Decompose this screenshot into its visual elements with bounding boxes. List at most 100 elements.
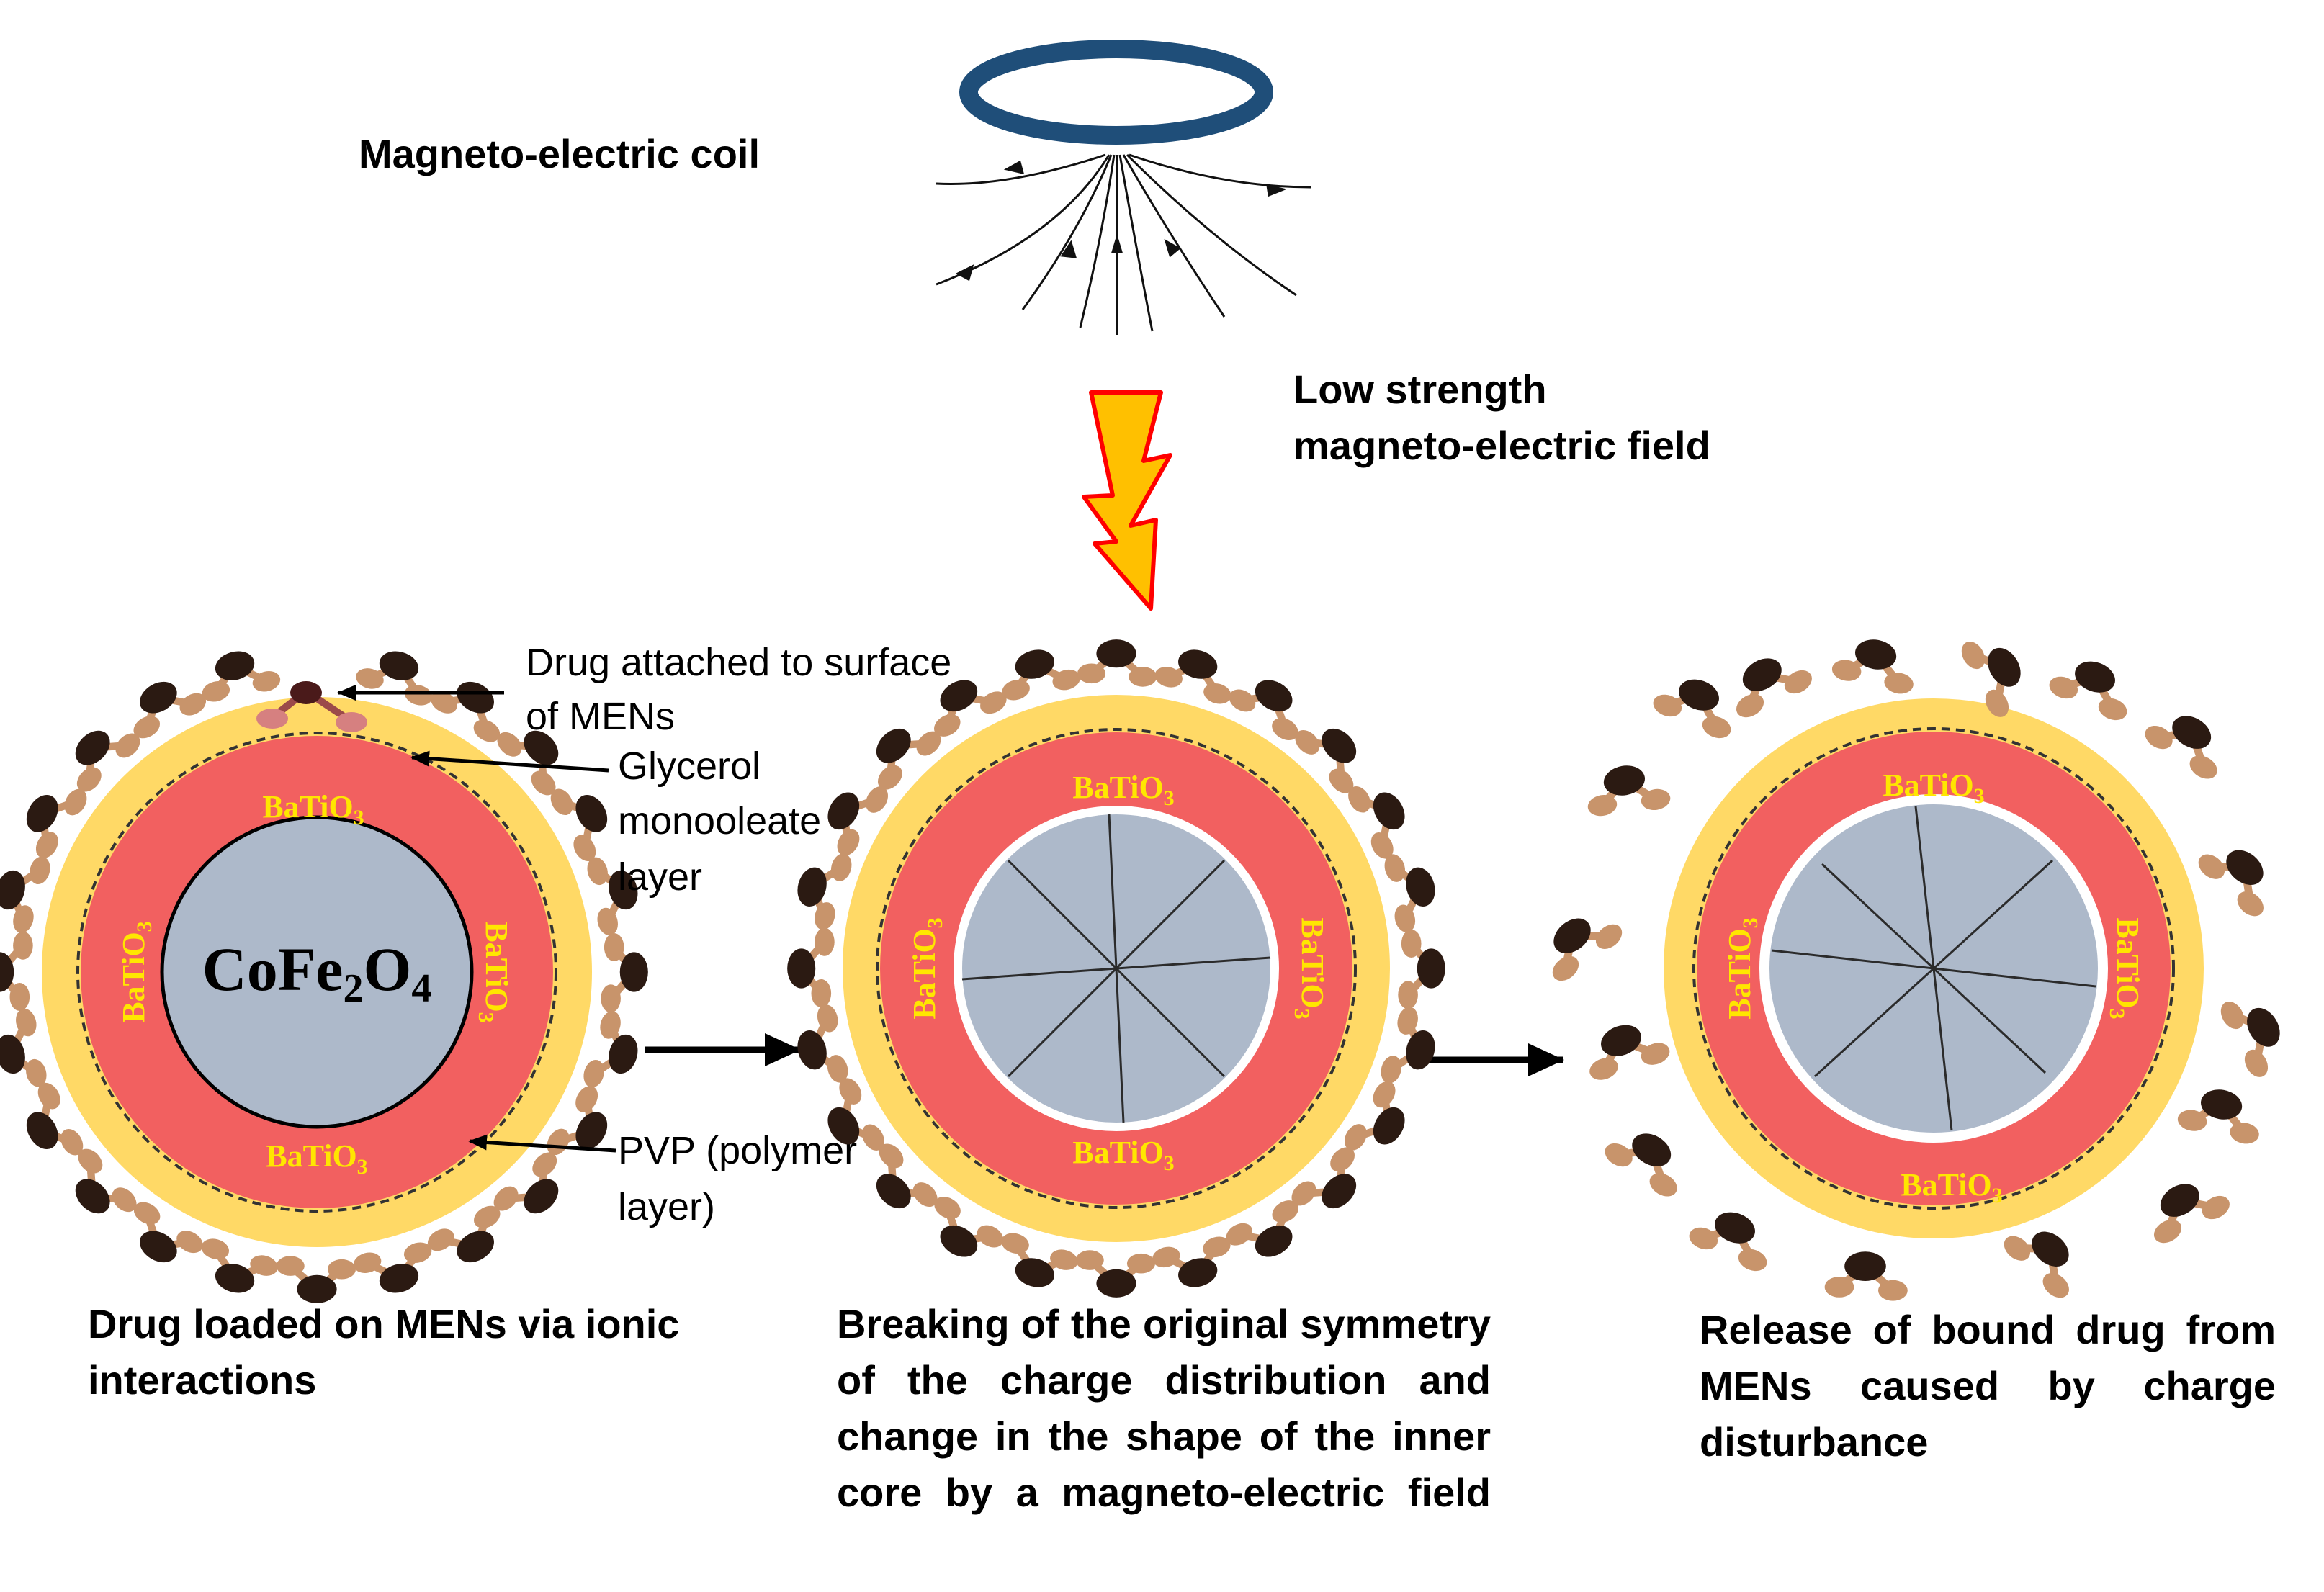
pvp-polymer-layer (76, 732, 557, 1213)
drug-molecule (2153, 1184, 2230, 1244)
drug-molecule (356, 651, 433, 706)
drug-molecule (427, 1205, 501, 1263)
pvp-polymer-layer (876, 728, 1357, 1209)
drug-molecule (547, 1086, 608, 1156)
drug-molecule (934, 1196, 1004, 1257)
drug-molecule (1295, 728, 1357, 793)
batio3-label-right: BaTiO3 (2105, 917, 2145, 1019)
drug-molecule (493, 1152, 559, 1214)
drug-molecule (1077, 639, 1157, 687)
pvp-polymer-layer (1692, 727, 2175, 1210)
particle-1: CoFe2O4 BaTiO3 BaTiO3 BaTiO3 BaTiO3 (42, 697, 592, 1247)
drug-molecule (1398, 929, 1445, 1009)
gmo-annotation-line3: layer (618, 855, 702, 899)
drug-molecule (933, 680, 1007, 737)
drug-molecule (1075, 1250, 1156, 1298)
drug-molecule (1001, 1233, 1078, 1287)
drug-molecule (202, 651, 281, 702)
highlighted-drug-molecule (256, 681, 367, 732)
field-label-line2: magneto-electric field (1293, 423, 1710, 468)
batio3-label-right: BaTiO3 (474, 921, 514, 1022)
annotation-labels: Drug attached to surface of MENs Glycero… (526, 641, 951, 1228)
drug-molecule (2004, 1231, 2069, 1298)
drug-molecule (1589, 1025, 1670, 1080)
drug-molecule (1605, 1133, 1677, 1197)
drug-molecule (2220, 1001, 2280, 1077)
core-segment-lines (961, 814, 1271, 1123)
core-label: CoFe2O4 (202, 935, 432, 1011)
drug-molecule (583, 1011, 638, 1088)
drug-molecule (497, 730, 559, 796)
drug-molecule (1229, 680, 1298, 741)
particle-1-drug-molecules (0, 651, 648, 1303)
drug-molecule (2198, 850, 2264, 917)
drug-molecule (601, 932, 648, 1013)
caption-right: Release of bound drug from MENs caused b… (1700, 1307, 2276, 1465)
annotation-pointers (337, 685, 616, 1153)
drug-molecule (201, 1238, 278, 1293)
drug-molecule (1154, 649, 1231, 704)
drug-molecule (75, 1148, 137, 1214)
drug-molecule (1653, 679, 1731, 739)
core-segment-lines (1771, 806, 2096, 1131)
gmo-annotation-line1: Glycerol (618, 745, 761, 788)
drug-molecule (1824, 1251, 1908, 1301)
drug-molecule (26, 1082, 84, 1156)
field-label-line1: Low strength (1293, 366, 1547, 412)
drug-molecule (0, 931, 33, 1012)
released-drug-molecules (1552, 639, 2280, 1301)
pvp-annotation-line2: layer) (618, 1185, 715, 1228)
batio3-label-left: BaTiO3 (907, 917, 947, 1019)
drug-molecule (75, 730, 140, 792)
drug-molecule (1344, 1081, 1405, 1151)
magnetic-field-lines (936, 153, 1311, 335)
drug-molecule (133, 1202, 203, 1263)
drug-molecule (1689, 1212, 1767, 1272)
drug-molecule (1152, 1236, 1231, 1287)
drug-molecule (1002, 649, 1080, 701)
batio3-label-right: BaTiO3 (1290, 917, 1330, 1019)
drug-molecule (797, 853, 852, 930)
caption-middle: Breaking of the original symmetry of the… (837, 1301, 1491, 1515)
batio3-label-left: BaTiO3 (1722, 917, 1762, 1019)
drug-molecule (1381, 1007, 1435, 1084)
drug-molecule (1587, 765, 1671, 817)
caption-left: Drug loaded on MENs via ionic interactio… (88, 1301, 680, 1403)
drug-annotation-line1: Drug attached to surface (526, 641, 951, 684)
pvp-pointer-arrow (468, 1134, 616, 1153)
drug-molecule (876, 1143, 938, 1209)
particle-3: BaTiO3 BaTiO3 BaTiO3 BaTiO3 (1664, 698, 2204, 1238)
drug-molecule (797, 1004, 848, 1083)
drug-annotation-line2: of MENs (526, 695, 675, 738)
drug-molecule (550, 788, 608, 862)
coil-label: Magneto-electric coil (359, 131, 760, 176)
drug-molecule (276, 1256, 356, 1303)
gmo-pointer-arrow (410, 750, 609, 773)
drug-molecule (431, 681, 501, 742)
pvp-annotation-line1: PVP (polymer (618, 1129, 857, 1172)
field-label: Low strength magneto-electric field (1293, 366, 1710, 468)
drug-molecule (26, 788, 87, 858)
particle-2-drug-molecules (787, 639, 1445, 1298)
batio3-label-top: BaTiO3 (262, 789, 364, 829)
drug-molecule (0, 1008, 47, 1087)
batio3-label-top: BaTiO3 (1072, 770, 1174, 810)
drug-molecule (827, 786, 889, 856)
drug-molecule (2145, 716, 2217, 779)
batio3-label-left: BaTiO3 (116, 921, 156, 1022)
drug-molecule (133, 681, 207, 739)
drug-molecule (787, 927, 835, 1008)
batio3-label-bottom: BaTiO3 (1901, 1167, 2002, 1208)
magneto-electric-coil (959, 40, 1273, 145)
drug-molecule (1226, 1200, 1299, 1257)
cofe2o4-core (160, 815, 474, 1129)
drug-molecule (1384, 854, 1435, 932)
drug-molecule (1736, 658, 1812, 718)
gmo-annotation-line2: monooleate (618, 799, 821, 842)
batio3-label-bottom: BaTiO3 (1072, 1135, 1174, 1175)
drug-molecule (1348, 786, 1405, 859)
drug-molecule (2177, 1089, 2259, 1144)
drug-molecule (0, 856, 50, 933)
drug-molecule (2049, 661, 2127, 721)
